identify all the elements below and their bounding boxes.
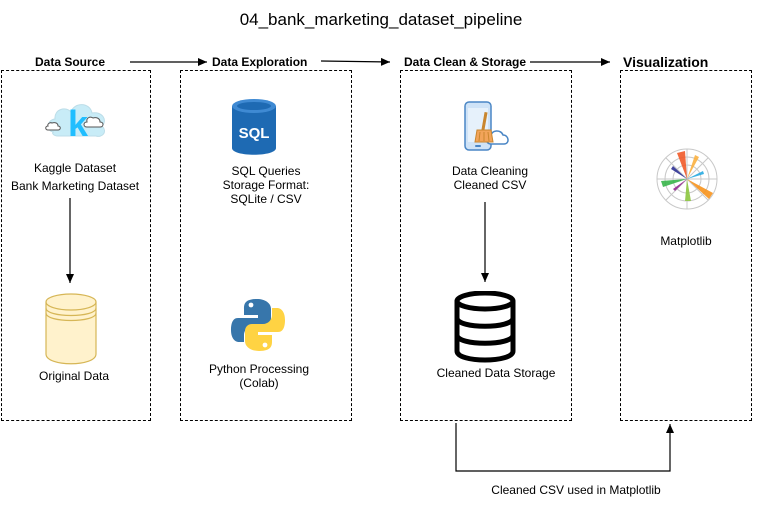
kaggle-icon: k — [45, 103, 105, 144]
data-source-group — [1, 70, 151, 421]
arrow-storage-to-matplotlib — [455, 423, 674, 472]
kaggle-label-2: Bank Marketing Dataset — [10, 179, 140, 193]
sql-database-icon: SQL — [232, 99, 276, 155]
cleaning-label-2: Cleaned CSV — [453, 178, 527, 192]
storage-label: Cleaned Data Storage — [436, 366, 556, 380]
data-exploration-group — [180, 70, 352, 421]
python-label-2: (Colab) — [239, 376, 279, 390]
sql-label-1: SQL Queries — [231, 164, 301, 178]
sql-label-2: Storage Format: — [222, 178, 310, 192]
data-clean-storage-group — [400, 70, 572, 421]
arrow-exploration-to-clean — [320, 57, 391, 66]
python-label-1: Python Processing — [208, 362, 310, 376]
python-icon — [231, 299, 285, 351]
cleaning-label-1: Data Cleaning — [451, 164, 529, 178]
matplotlib-icon — [656, 148, 718, 210]
matplotlib-label: Matplotlib — [660, 234, 712, 248]
kaggle-label-1: Kaggle Dataset — [33, 161, 117, 175]
svg-text:k: k — [68, 103, 89, 144]
database-stack-icon — [454, 291, 516, 363]
edge-label-cleaned-csv: Cleaned CSV used in Matplotlib — [491, 483, 661, 497]
sql-label-3: SQLite / CSV — [230, 192, 302, 206]
visualization-group — [620, 70, 752, 421]
stage-label-visualization: Visualization — [623, 54, 709, 70]
stage-label-data-source: Data Source — [35, 55, 106, 69]
stage-label-data-exploration: Data Exploration — [212, 55, 308, 69]
sql-icon-text: SQL — [239, 125, 270, 142]
original-data-label: Original Data — [38, 369, 110, 383]
stage-label-data-clean-storage: Data Clean & Storage — [404, 55, 527, 69]
database-cylinder-icon — [45, 293, 97, 365]
data-cleaning-icon — [464, 101, 509, 151]
diagram-title: 04_bank_marketing_dataset_pipeline — [239, 10, 523, 29]
